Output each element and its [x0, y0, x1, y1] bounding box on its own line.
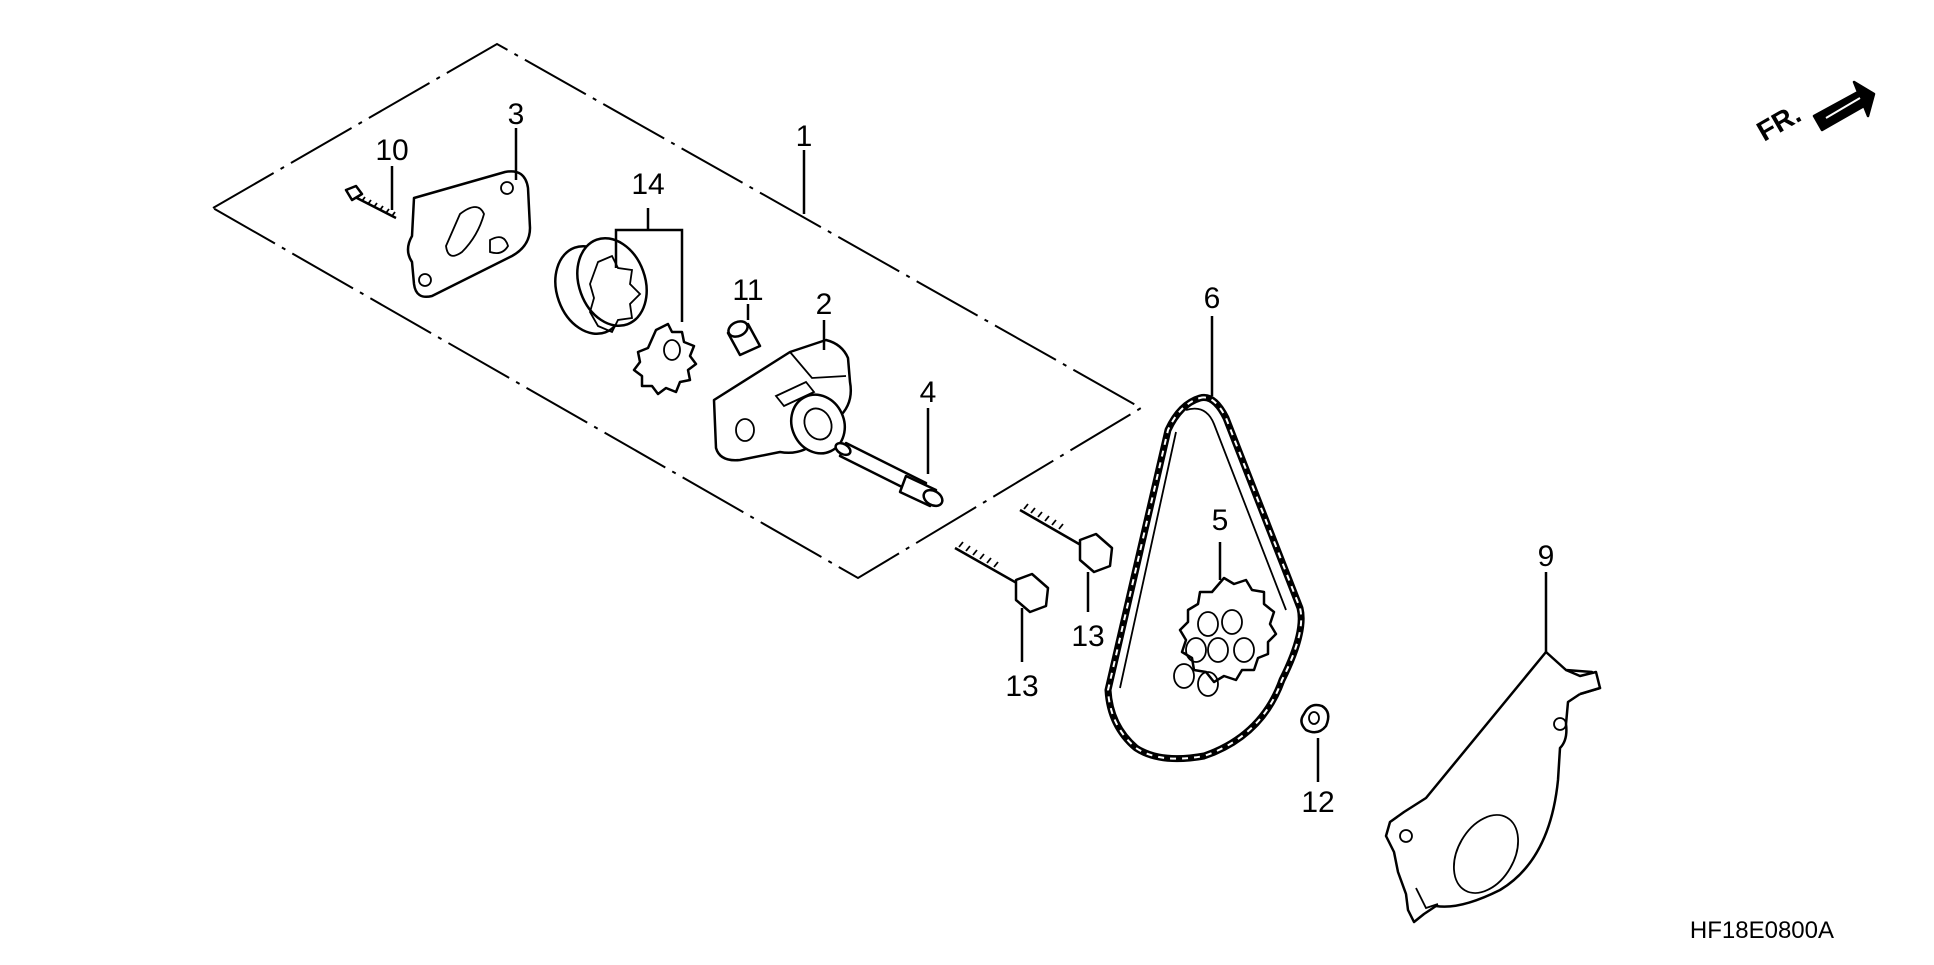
figure-code: HF18E0800A	[1690, 917, 1834, 944]
pump-shaft-part-4	[834, 441, 944, 508]
flange-bolt-part-13-upper	[1019, 503, 1114, 574]
callout-12: 12	[1301, 786, 1334, 819]
chain-guide-plate-part-9	[1384, 650, 1602, 924]
callout-3: 3	[508, 98, 525, 131]
pump-body-part-2	[712, 338, 852, 462]
callout-14: 14	[631, 168, 664, 201]
callout-2: 2	[816, 288, 833, 321]
callout-9: 9	[1538, 540, 1555, 573]
callout-6: 6	[1204, 282, 1221, 315]
callout-13-upper: 13	[1071, 620, 1104, 653]
drive-sprocket-part-5	[1173, 576, 1278, 697]
front-direction-label: FR.	[1752, 98, 1807, 147]
pump-cover-part-3	[406, 170, 532, 298]
inner-rotor-part-14	[632, 322, 698, 396]
callout-1: 1	[796, 120, 813, 153]
drive-chain-part-6	[1104, 393, 1305, 763]
callout-leader-lines	[390, 128, 1548, 782]
callout-11: 11	[732, 274, 763, 307]
flange-bolt-part-13-lower	[954, 541, 1050, 614]
callout-5: 5	[1212, 504, 1229, 537]
callout-13-lower: 13	[1005, 670, 1038, 703]
front-direction-arrow-icon	[1812, 80, 1876, 132]
bolt-part-10	[344, 184, 397, 220]
callout-10: 10	[375, 134, 408, 167]
dowel-pin-part-11	[726, 320, 762, 357]
callout-4: 4	[920, 376, 937, 409]
circlip-part-12	[1300, 703, 1330, 734]
outer-rotor-part-14	[554, 236, 648, 336]
oil-pump-assembly-outline	[210, 42, 1143, 580]
